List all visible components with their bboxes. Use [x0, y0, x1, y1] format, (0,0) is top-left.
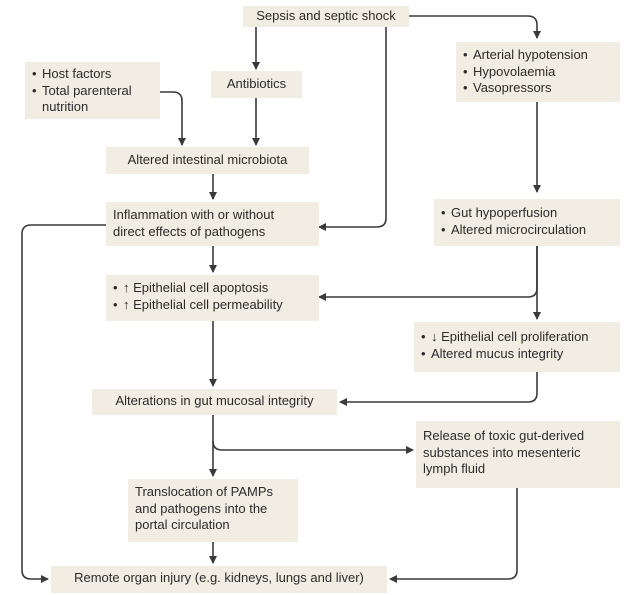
remote-text-line: Remote organ injury (e.g. kidneys, lungs…	[74, 570, 364, 585]
host-bullet-item: Host factors	[32, 66, 153, 83]
arrow-mucosal-to-release	[212, 440, 414, 454]
antibiotics-node: Antibiotics	[211, 71, 302, 98]
arrow-host-to-microbiota	[160, 91, 186, 146]
arrow-inflammation-to-remote	[21, 224, 106, 583]
hypoperfusion-bullet-item: Gut hypoperfusion	[441, 205, 613, 222]
sepsis-text-line: Sepsis and septic shock	[256, 8, 396, 23]
proliferation-bullet-list: ↓ Epithelial cell proliferationAltered m…	[421, 329, 613, 362]
hypoperfusion-bullet-list: Gut hypoperfusionAltered microcirculatio…	[441, 205, 613, 238]
microbiota-node: Altered intestinal microbiota	[106, 147, 309, 174]
hypotension-bullet-item: Arterial hypotension	[463, 47, 613, 64]
release-text-line: substances into mesenteric	[423, 444, 581, 460]
arrow-sepsis-to-hypotension	[409, 15, 541, 39]
inflammation-text-line: direct effects of pathogens	[113, 223, 266, 239]
arrow-proliferation-to-mucosal	[339, 372, 538, 406]
hypotension-bullet-item: Vasopressors	[463, 80, 613, 97]
hypoperfusion-bullet-item: Altered microcirculation	[441, 222, 613, 239]
hypotension-bullet-list: Arterial hypotensionHypovolaemiaVasopres…	[463, 47, 613, 97]
host-bullet-list: Host factorsTotal parenteral nutrition	[32, 66, 153, 116]
translocation-text-line: portal circulation	[135, 517, 230, 532]
proliferation-bullet-item: ↓ Epithelial cell proliferation	[421, 329, 613, 346]
sepsis-node: Sepsis and septic shock	[243, 6, 409, 27]
hypoperfusion-node: Gut hypoperfusionAltered microcirculatio…	[434, 199, 620, 246]
microbiota-text-line: Altered intestinal microbiota	[127, 152, 288, 167]
proliferation-bullet-item: Altered mucus integrity	[421, 346, 613, 363]
inflammation-text-line: Inflammation with or without	[113, 207, 275, 222]
host-bullet-item: Total parenteral nutrition	[32, 83, 153, 116]
release-text-line: lymph fluid	[423, 461, 486, 476]
translocation-text-line: Translocation of PAMPs	[135, 484, 273, 499]
proliferation-node: ↓ Epithelial cell proliferationAltered m…	[414, 322, 620, 372]
apoptosis-bullet-item: ↑ Epithelial cell permeability	[113, 297, 312, 314]
hypotension-bullet-item: Hypovolaemia	[463, 64, 613, 81]
remote-organ-injury-node: Remote organ injury (e.g. kidneys, lungs…	[51, 566, 387, 593]
translocation-text-line: and pathogens into the	[135, 500, 268, 516]
apoptosis-bullet-list: ↑ Epithelial cell apoptosis↑ Epithelial …	[113, 280, 312, 313]
apoptosis-node: ↑ Epithelial cell apoptosis↑ Epithelial …	[106, 275, 319, 321]
arrow-hypoperfusion-to-apoptosis	[318, 246, 538, 301]
hypotension-node: Arterial hypotensionHypovolaemiaVasopres…	[456, 42, 620, 102]
release-text-line: Release of toxic gut-derived	[423, 428, 585, 443]
antibiotics-text-line: Antibiotics	[226, 76, 287, 91]
apoptosis-bullet-item: ↑ Epithelial cell apoptosis	[113, 280, 312, 297]
arrow-sepsis-to-inflammation	[318, 27, 387, 231]
mucosal-text-line: Alterations in gut mucosal integrity	[115, 393, 314, 408]
host-factors-node: Host factorsTotal parenteral nutrition	[25, 62, 160, 119]
arrow-release-to-remote	[389, 488, 518, 583]
mucosal-integrity-node: Alterations in gut mucosal integrity	[92, 389, 337, 415]
